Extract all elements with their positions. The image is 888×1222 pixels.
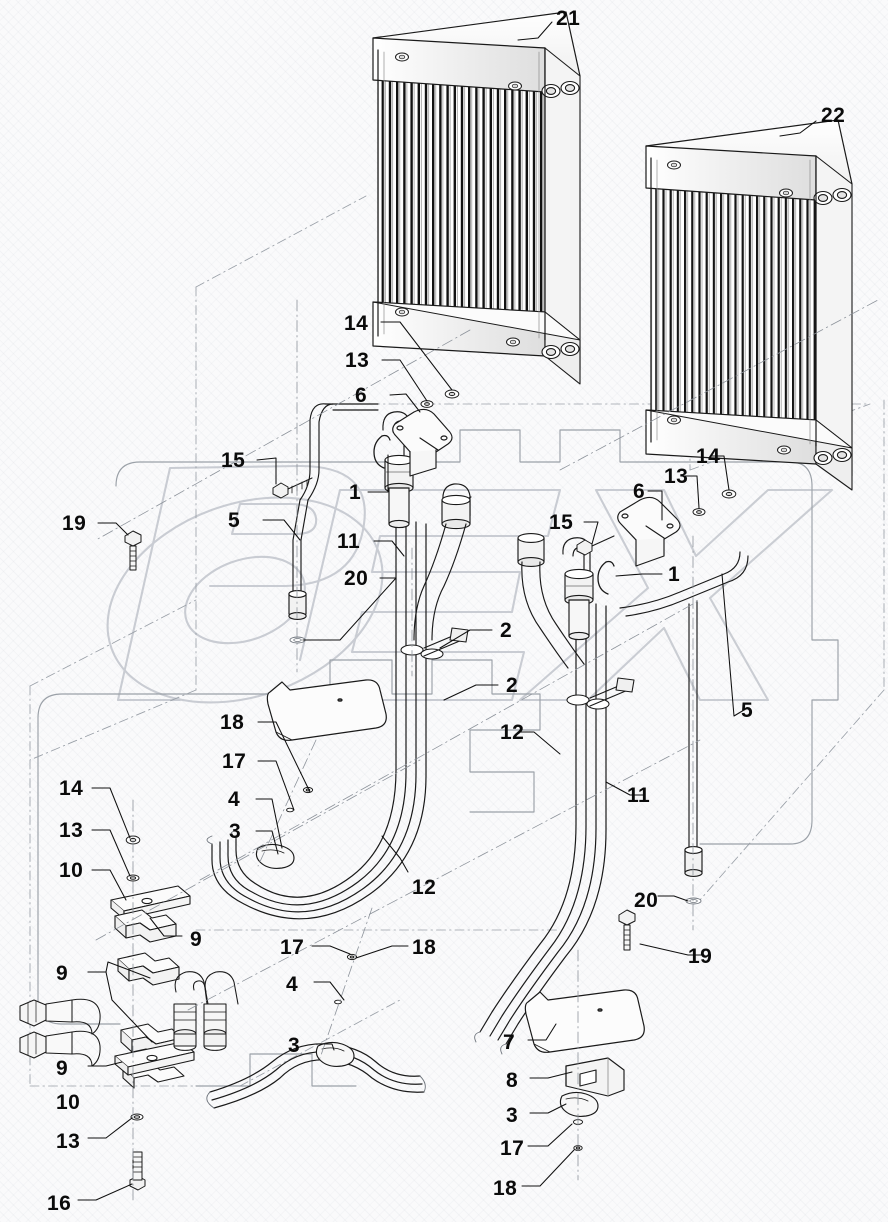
callout-12-b: 12 xyxy=(500,721,525,744)
callout-17-b: 17 xyxy=(280,936,305,959)
callout-17-a: 17 xyxy=(222,750,247,773)
callout-7: 7 xyxy=(503,1031,516,1054)
callout-9-a: 9 xyxy=(190,928,203,951)
screw-15-upper xyxy=(272,477,313,499)
callout-16: 16 xyxy=(47,1192,72,1215)
hose-fittings-right xyxy=(517,533,594,669)
callout-1-b: 1 xyxy=(668,563,681,586)
washer-13-bottom xyxy=(130,1113,144,1121)
fitting-connector-upper xyxy=(400,627,469,660)
callout-9-c: 9 xyxy=(56,1057,69,1080)
callout-14-b: 14 xyxy=(696,445,721,468)
oil-cooler-lower xyxy=(645,119,853,491)
hose-group-right xyxy=(474,599,607,1055)
hose-end-fittings-right xyxy=(173,971,239,1051)
bolt-19-lower xyxy=(618,909,636,951)
callout-4-a: 4 xyxy=(228,788,241,811)
callout-15-a: 15 xyxy=(221,449,246,472)
callout-13-c: 13 xyxy=(59,819,84,842)
callout-12-a: 12 xyxy=(412,876,437,899)
callout-5-a: 5 xyxy=(228,509,241,532)
clamp-lower xyxy=(597,560,615,595)
shield-plate-upper xyxy=(266,679,387,741)
callout-18-c: 18 xyxy=(493,1177,518,1200)
callout-3-b: 3 xyxy=(288,1034,301,1057)
callout-2-b: 2 xyxy=(506,674,519,697)
clip-3-left-upper xyxy=(255,843,295,869)
leader-lines xyxy=(77,21,817,1201)
callout-4-b: 4 xyxy=(286,973,299,996)
machine-body-outline xyxy=(37,429,839,1087)
clip-3-left-lower xyxy=(315,1041,355,1067)
callout-18-a: 18 xyxy=(220,711,245,734)
callout-13-d: 13 xyxy=(56,1130,81,1153)
callout-3-a: 3 xyxy=(229,820,242,843)
fastener-4-17-18-mid xyxy=(334,953,358,1005)
callout-18-b: 18 xyxy=(412,936,437,959)
callout-19-b: 19 xyxy=(688,945,713,968)
bolt-19-upper xyxy=(124,530,142,571)
callout-9-b: 9 xyxy=(56,962,69,985)
washer-nut-13-14-right xyxy=(692,489,737,516)
clamp-upper xyxy=(373,434,391,469)
callout-1-a: 1 xyxy=(349,481,362,504)
hose-group-left xyxy=(206,519,427,920)
callout-22: 22 xyxy=(821,104,846,127)
callout-3-c: 3 xyxy=(506,1104,519,1127)
callout-19-a: 19 xyxy=(62,512,87,535)
callout-11-a: 11 xyxy=(337,530,361,553)
washer-nut-13-14-upper-left xyxy=(420,389,460,408)
callout-17-c: 17 xyxy=(500,1137,525,1160)
assembly-centerlines xyxy=(95,299,879,1201)
callout-13-a: 13 xyxy=(345,349,370,372)
callout-14-a: 14 xyxy=(344,312,369,335)
fitting-connector-lower xyxy=(566,677,635,710)
callout-6-a: 6 xyxy=(355,384,368,407)
oil-cooler-upper xyxy=(372,11,581,385)
bracket-upper xyxy=(392,408,453,477)
shield-plate-lower xyxy=(524,989,645,1053)
screw-15-lower xyxy=(576,535,615,556)
callout-20-b: 20 xyxy=(634,889,659,912)
callout-2-a: 2 xyxy=(500,619,513,642)
callout-14-c: 14 xyxy=(59,777,84,800)
bolt-16 xyxy=(129,1151,146,1191)
callout-13-b: 13 xyxy=(664,465,689,488)
hose-end-fittings-left xyxy=(19,998,101,1067)
fastener-4-17-18-left xyxy=(286,786,314,813)
callout-15-b: 15 xyxy=(549,511,574,534)
tube-assembly-right xyxy=(619,551,749,905)
callout-21: 21 xyxy=(556,7,581,30)
clip-3-right xyxy=(559,1091,599,1117)
bracket-lower xyxy=(617,496,681,567)
callout-10-b: 10 xyxy=(56,1091,81,1114)
spacer-bar xyxy=(565,1057,625,1097)
callout-6-b: 6 xyxy=(633,480,646,503)
callout-11-b: 11 xyxy=(627,784,651,807)
callout-20-a: 20 xyxy=(344,567,369,590)
clamp-plate-stack xyxy=(110,885,195,1089)
callout-5-b: 5 xyxy=(741,699,754,722)
callout-10-a: 10 xyxy=(59,859,84,882)
callout-8: 8 xyxy=(506,1069,519,1092)
